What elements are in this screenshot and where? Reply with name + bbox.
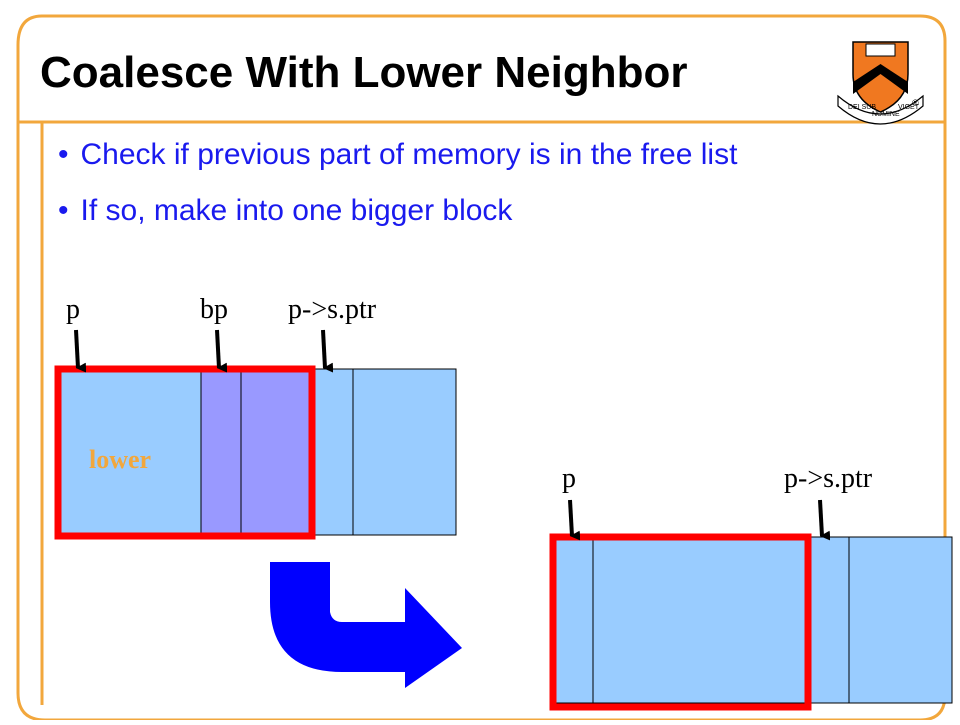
after-next-body: [848, 536, 953, 704]
label-bp: bp: [200, 294, 228, 325]
before-diagram: lower p bp p->s.ptr: [54, 294, 457, 540]
label-sptr: p->s.ptr: [288, 294, 377, 325]
pointer-bp-arrow: [215, 329, 228, 373]
merged-block-header: [552, 536, 594, 704]
block-header-2: [240, 368, 311, 536]
bullet-item: If so, make into one bigger block: [58, 194, 737, 228]
pointer-after-sptr-arrow: [818, 499, 831, 541]
after-next-header: [807, 536, 850, 704]
block-header-1: [200, 368, 242, 536]
bullet-list: Check if previous part of memory is in t…: [58, 138, 738, 250]
block-next-body: [352, 368, 457, 536]
seal-registered-mark: ®: [912, 98, 919, 108]
highlight-box-after: [549, 533, 812, 711]
seal-motto-right: VIGET: [898, 104, 920, 111]
highlight-box-before: [54, 365, 316, 540]
pointer-sptr-arrow: [321, 329, 334, 373]
bullet-item: Check if previous part of memory is in t…: [58, 138, 738, 172]
transition-arrow: [270, 562, 462, 688]
university-seal: DEI SUB NUMINE VIGET ®: [837, 41, 924, 125]
pointer-p-arrow: [74, 329, 87, 373]
seal-ribbon: [837, 94, 924, 125]
label-after-p: p: [562, 463, 576, 494]
seal-chevron: [853, 64, 908, 94]
seal-motto-bottom: NUMINE: [872, 111, 900, 118]
slide-title: Coalesce With Lower Neighbor: [40, 48, 688, 97]
label-p: p: [66, 294, 80, 325]
pointer-after-p-arrow: [568, 499, 581, 541]
after-diagram: p p->s.ptr: [549, 463, 953, 711]
block-next-header: [309, 368, 354, 536]
seal-book: [865, 43, 896, 57]
label-after-sptr: p->s.ptr: [784, 463, 873, 494]
merged-block-body: [592, 536, 809, 704]
label-lower: lower: [89, 445, 151, 474]
seal-motto-left: DEI SUB: [848, 104, 876, 111]
